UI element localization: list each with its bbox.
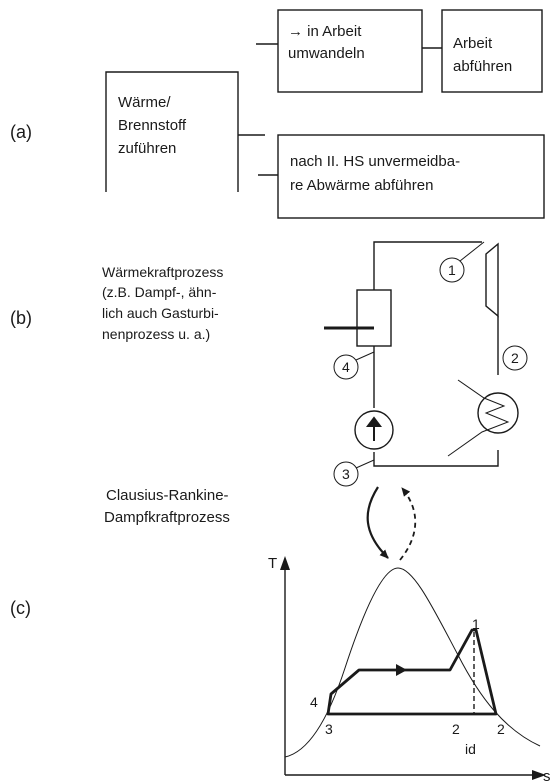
convert-label-line1: → in Arbeit (288, 23, 362, 40)
heat-label-line3: zuführen (118, 140, 176, 157)
block-diagram: → in Arbeit umwandeln Arbeit abführen Wä… (105, 9, 545, 219)
work-label-line2: abführen (453, 58, 512, 75)
y-axis-label: T (268, 555, 277, 572)
state-marker-1 (439, 257, 465, 283)
convert-label-line2: umwandeln (288, 45, 365, 62)
boiler-symbol (356, 289, 392, 347)
state-label-3: 3 (342, 466, 350, 482)
ts-point-2: 2 (497, 721, 505, 737)
panel-label-c: (c) (10, 598, 31, 618)
heat-label-line2: Brennstoff (118, 117, 187, 134)
work-box (441, 9, 543, 93)
state-marker-4 (333, 354, 359, 380)
cycle-path (326, 628, 498, 716)
cycle-schematic: 1 2 3 4 (324, 241, 528, 487)
work-label-line1: Arbeit (453, 35, 493, 52)
convert-box (277, 9, 423, 93)
cycle-desc-line3: lich auch Gasturbi- (102, 305, 219, 321)
y-axis-arrow-icon (280, 556, 290, 570)
state-marker-2 (502, 345, 528, 371)
cycle-piping (373, 241, 499, 467)
cycle-desc-line4: nenprozess u. a.) (102, 326, 210, 342)
waste-heat-box (277, 134, 545, 219)
cycle-desc-line1: Wärmekraftprozess (102, 264, 223, 280)
ts-point-1: 1 (472, 616, 480, 632)
state-label-2: 2 (511, 350, 519, 366)
process-name-line1: Clausius-Rankine- (106, 487, 229, 504)
turbine-symbol (485, 242, 499, 318)
state-marker-3 (333, 461, 359, 487)
heat-supply-frame (105, 71, 239, 192)
ts-point-4: 4 (310, 694, 318, 710)
state-marker-4-leader (355, 351, 375, 361)
link-arrow-down (366, 486, 389, 559)
state-label-1: 1 (448, 262, 456, 278)
flow-arrow-icon (396, 664, 407, 676)
condenser-symbol (477, 392, 519, 434)
state-label-4: 4 (342, 359, 350, 375)
condenser-coil-icon (447, 379, 510, 457)
pump-symbol (354, 410, 394, 450)
process-name-line2: Dampfkraftprozess (104, 509, 230, 526)
x-axis-label: s (543, 768, 551, 783)
link-arrow-up (399, 487, 417, 561)
state-marker-1-leader (459, 241, 485, 262)
cycle-desc-line2: (z.B. Dampf-, ähn- (102, 284, 217, 300)
heat-label-line1: Wärme/ (118, 94, 171, 111)
panel-label-a: (a) (10, 122, 32, 142)
panel-label-b: (b) (10, 308, 32, 328)
state-marker-3-leader (355, 459, 375, 469)
ts-point-3: 3 (325, 721, 333, 737)
ts-point-2id: 2 (452, 721, 460, 737)
x-axis-arrow-icon (532, 770, 546, 780)
ts-diagram: T s 1 4 3 2 id 2 (268, 555, 551, 783)
waste-label-line2: re Abwärme abführen (290, 177, 433, 194)
pump-arrow-icon (366, 416, 382, 441)
ts-point-2id-subscript: id (465, 741, 476, 757)
waste-label-line1: nach II. HS unvermeidba- (290, 153, 460, 170)
connector-to-waste (238, 134, 278, 176)
